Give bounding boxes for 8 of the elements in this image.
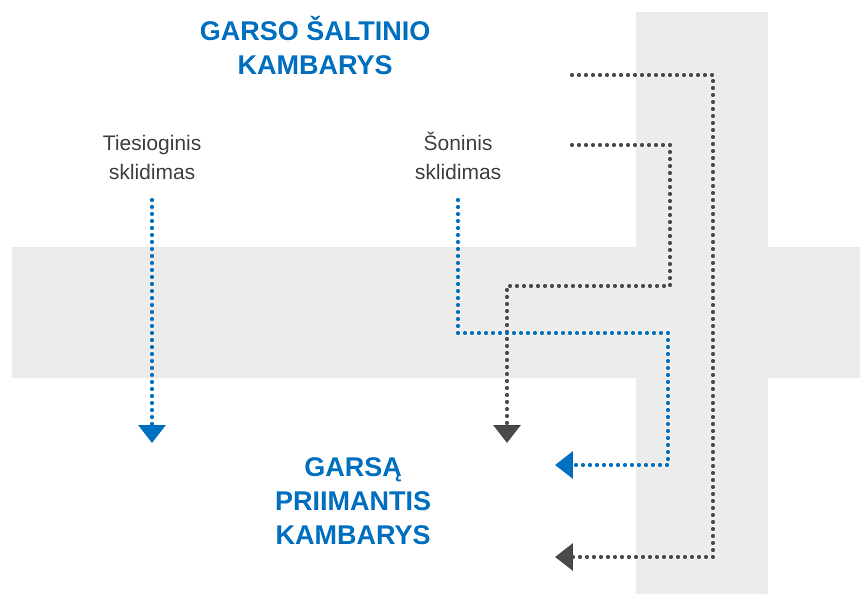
path-label: Šoninis sklidimas	[414, 130, 502, 186]
room-title: GARSO ŠALTINIO KAMBARYS	[198, 14, 432, 82]
dotted-arrow	[138, 198, 166, 444]
wall-band	[636, 12, 768, 594]
room-title: GARSĄ PRIIMANTIS KAMBARYS	[274, 451, 432, 552]
path-label: Tiesioginis sklidimas	[102, 131, 202, 186]
wall-band	[12, 247, 636, 378]
dotted-arrow	[456, 198, 670, 479]
